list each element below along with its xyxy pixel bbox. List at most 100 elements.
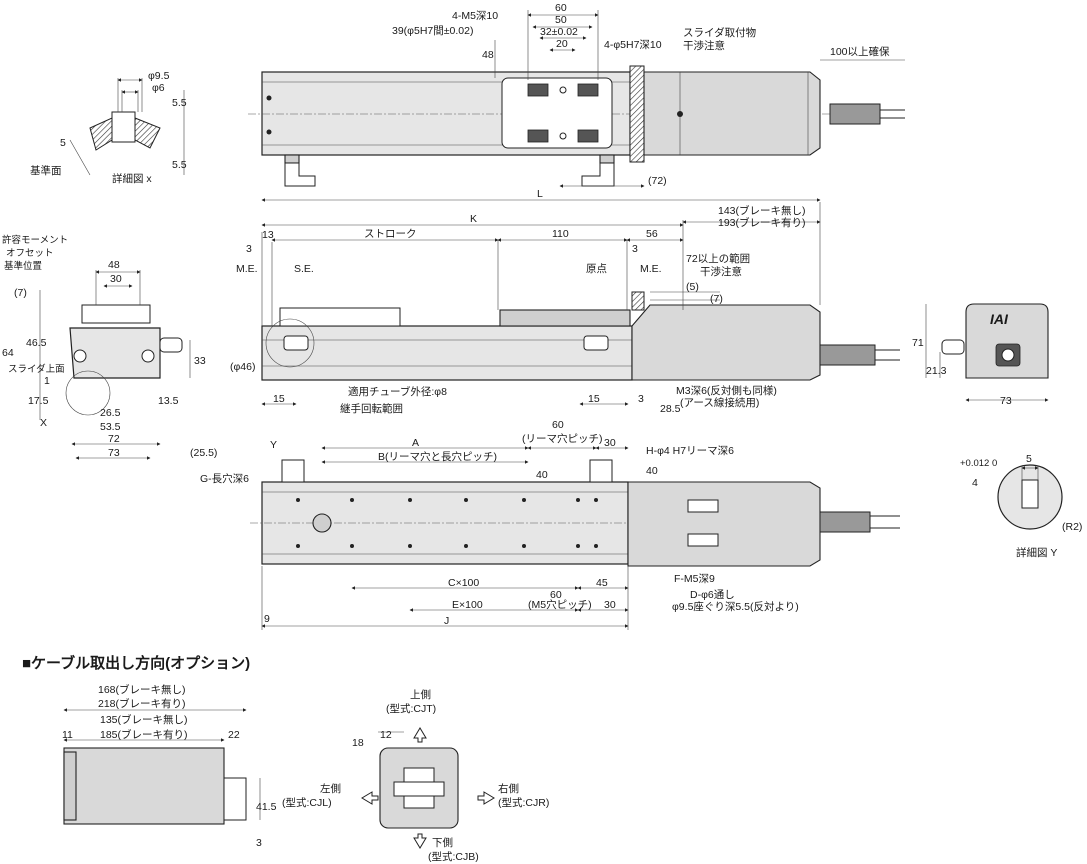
dim-60: 60 xyxy=(552,419,564,431)
dim-45: 45 xyxy=(596,577,608,589)
label-left-model: (型式:CJL) xyxy=(282,796,332,809)
dim-3: 3 xyxy=(256,837,262,849)
label-top: 上側 xyxy=(410,688,431,701)
dim-72: 72 xyxy=(108,433,120,445)
motor-rear xyxy=(965,303,1049,379)
dim-30: 30 xyxy=(110,273,122,285)
title-detail-x: 詳細図 x xyxy=(112,172,152,185)
dim-phi95: φ9.5 xyxy=(148,70,170,82)
label-ground: (アース線接続用) xyxy=(680,396,759,409)
label-Y: Y xyxy=(270,439,277,451)
dim-phi5: 4-φ5H7深10 xyxy=(604,39,662,51)
dim-9: 9 xyxy=(264,613,270,625)
dim-C: C×100 xyxy=(448,577,479,589)
dim-22: 22 xyxy=(228,729,240,741)
label-reference-surface: 基準面 xyxy=(30,164,62,177)
dim-B: B(リーマ穴と長穴ピッチ) xyxy=(378,450,497,463)
fitting-icon xyxy=(581,162,615,187)
dim-12: 12 xyxy=(380,729,392,741)
dim-5-5-a: 5.5 xyxy=(172,97,187,109)
actuator-front-profile xyxy=(69,327,161,379)
slider-hole xyxy=(527,83,549,97)
dim-25-5: (25.5) xyxy=(190,447,217,459)
label-tube: 適用チューブ外径:φ8 xyxy=(348,385,447,398)
dim-46-5: 46.5 xyxy=(26,337,47,349)
dim-48: 48 xyxy=(108,259,120,271)
dim-193: 193(ブレーキ有り) xyxy=(718,216,806,229)
dim-15a: 15 xyxy=(273,393,285,405)
arrow-up-icon xyxy=(413,727,427,743)
label-ream-pitch: (リーマ穴ピッチ) xyxy=(522,432,603,445)
label-h-phi4: H-φ4 H7リーマ深6 xyxy=(646,445,734,457)
label-reference-position: 基準位置 xyxy=(4,260,42,272)
dim-phi46: (φ46) xyxy=(230,361,255,373)
dim-135: 135(ブレーキ無し) xyxy=(100,713,188,726)
motor-top xyxy=(643,71,821,156)
label-D-counterbore: φ9.5座ぐり深5.5(反対より) xyxy=(672,600,799,613)
dim-11: 11 xyxy=(62,729,73,741)
label-range-72: 72以上の範囲 xyxy=(686,252,750,265)
arrow-left-icon xyxy=(361,791,379,805)
dim-168: 168(ブレーキ無し) xyxy=(98,683,186,696)
slider-front xyxy=(81,304,151,324)
dim-30a: 30 xyxy=(604,437,616,449)
dim-E: E×100 xyxy=(452,599,483,611)
y-marker xyxy=(312,513,332,533)
dim-40a: 40 xyxy=(536,469,548,481)
dim-7: (7) xyxy=(14,287,27,299)
side-view: 143(ブレーキ無し) 193(ブレーキ有り) K 13 ストローク 110 5… xyxy=(230,202,900,415)
dim-72: (72) xyxy=(648,175,667,187)
dim-30b: 30 xyxy=(604,599,616,611)
dim-3a: 3 xyxy=(246,243,252,255)
label-m3: M3深6(反対側も同様) xyxy=(676,384,777,397)
fitting-icon xyxy=(284,162,316,187)
label-right-model: (型式:CJR) xyxy=(498,796,549,809)
joint-rotation-range xyxy=(265,318,315,368)
slider-hole xyxy=(577,83,599,97)
dim-26-5: 26.5 xyxy=(100,407,121,419)
rear-view: IAI 71 21.3 73 xyxy=(912,303,1049,407)
arrow-down-icon xyxy=(413,833,427,849)
detail-x-marker xyxy=(65,370,111,416)
motor-side xyxy=(631,304,821,381)
dim-m5: 4-M5深10 xyxy=(452,10,498,22)
dim-L: L xyxy=(537,188,543,200)
dim-13: 13 xyxy=(262,229,274,241)
dim-17-5: 17.5 xyxy=(28,395,49,407)
dim-110: 110 xyxy=(552,228,569,240)
dim-5: (5) xyxy=(686,281,699,293)
dim-185: 185(ブレーキ有り) xyxy=(100,728,188,741)
dim-4: 4 xyxy=(972,477,978,489)
label-m5-pitch: (M5穴ピッチ) xyxy=(528,598,592,611)
dim-71: 71 xyxy=(912,337,924,349)
dim-20: 20 xyxy=(556,38,568,50)
front-view: 許容モーメント オフセット 基準位置 48 30 (7) 46.5 64 スライ… xyxy=(2,234,217,460)
label-bottom: 下側 xyxy=(432,836,453,849)
dim-13-5: 13.5 xyxy=(158,395,179,407)
label-slider-top: スライダ上面 xyxy=(8,363,65,375)
dim-pitch39: 39(φ5H7間±0.02) xyxy=(392,25,473,37)
dim-60: 60 xyxy=(555,2,567,14)
label-joint-range: 継手回転範囲 xyxy=(340,402,403,415)
cable-section: ■ケーブル取出し方向(オプション) 168(ブレーキ無し) 218(ブレーキ有り… xyxy=(22,654,549,863)
label-bottom-model: (型式:CJB) xyxy=(428,850,479,863)
dim-tolerance: +0.012 0 xyxy=(960,458,997,469)
arrow-right-icon xyxy=(477,791,495,805)
label-left: 左側 xyxy=(320,782,341,795)
slider-attachment xyxy=(629,65,645,163)
label-me-left: M.E. xyxy=(236,263,258,275)
label-origin: 原点 xyxy=(586,263,607,275)
dim-15b: 15 xyxy=(588,393,600,405)
dim-stroke: ストローク xyxy=(364,228,417,240)
label-interference: 干渉注意 xyxy=(683,39,725,52)
dim-cable-clearance: 100以上確保 xyxy=(830,45,890,58)
dim-7: (7) xyxy=(710,293,723,305)
dim-48: 48 xyxy=(482,49,494,61)
dim-73: 73 xyxy=(108,447,120,459)
dim-21-3: 21.3 xyxy=(926,365,947,377)
dim-3b: 3 xyxy=(632,243,638,255)
dim-3c: 3 xyxy=(638,393,644,405)
label-me-right: M.E. xyxy=(640,263,662,275)
